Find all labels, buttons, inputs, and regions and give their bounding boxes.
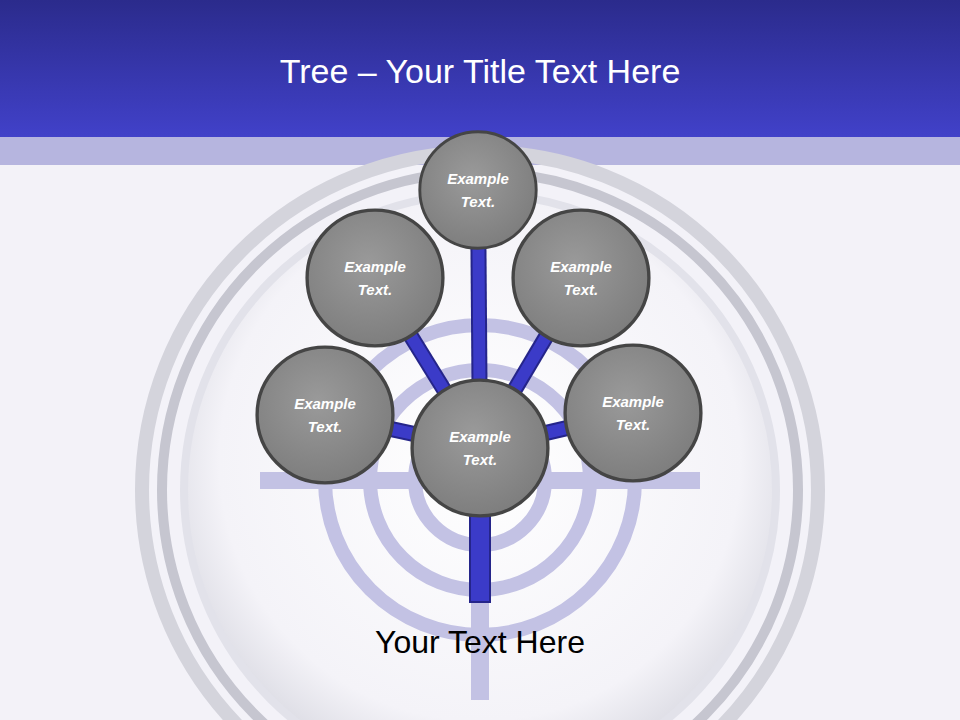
tree-branch xyxy=(392,429,414,434)
node-text: Example Text. xyxy=(536,255,626,301)
circle-outline xyxy=(563,343,703,483)
tree-branch xyxy=(546,428,566,433)
slide-title: Tree – Your Title Text Here xyxy=(0,52,960,91)
node-text: Example Text. xyxy=(280,392,370,438)
node-text: Example Text. xyxy=(588,390,678,436)
node-text: Example Text. xyxy=(330,255,420,301)
tree-branch xyxy=(411,336,445,390)
circle-outline xyxy=(418,130,538,250)
circle-outline xyxy=(305,208,445,348)
tree-branch xyxy=(478,248,479,380)
tree-circle: Example Text. xyxy=(511,208,651,348)
circle-outline xyxy=(410,378,550,518)
node-text: Example Text. xyxy=(435,425,525,471)
tree-circle: Example Text. xyxy=(418,130,538,250)
node-text: Example Text. xyxy=(433,167,523,213)
tree-circle: Example Text. xyxy=(305,208,445,348)
tree-circle: Example Text. xyxy=(410,378,550,518)
tree-circle: Example Text. xyxy=(563,343,703,483)
circle-outline xyxy=(255,345,395,485)
tree-circle: Example Text. xyxy=(255,345,395,485)
caption-text: Your Text Here xyxy=(0,624,960,661)
tree-branch xyxy=(515,336,547,389)
circle-outline xyxy=(511,208,651,348)
